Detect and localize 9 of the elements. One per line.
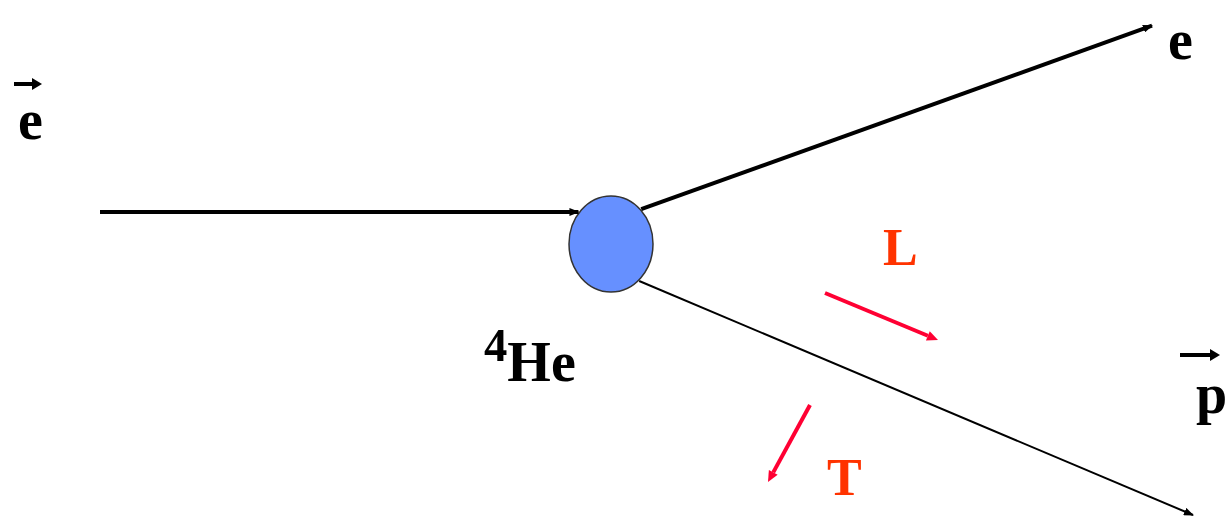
arrow [640, 23, 1153, 212]
nucleus-circle [568, 195, 654, 293]
component-label: T [827, 452, 862, 504]
arrow [100, 208, 580, 216]
component-label: L [883, 222, 918, 274]
particle-label: e [1152, 12, 1229, 68]
arrow [638, 280, 1194, 516]
nucleus-label: $^{4}$He [484, 322, 576, 390]
particle-label: e [18, 92, 43, 148]
